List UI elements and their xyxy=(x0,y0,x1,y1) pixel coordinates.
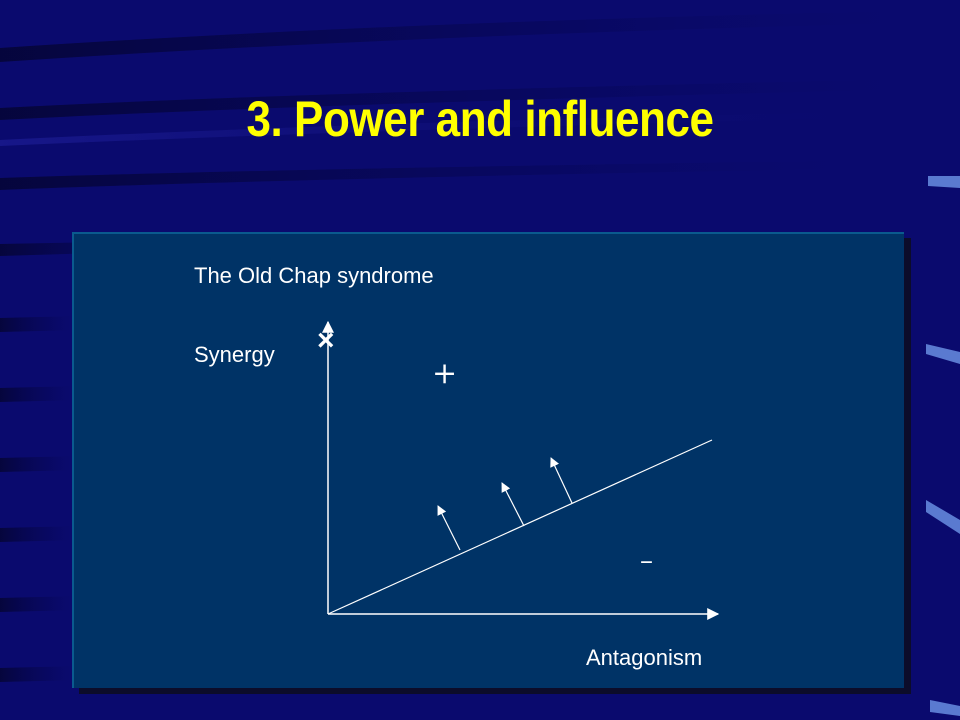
y-axis-label: Synergy xyxy=(194,342,275,367)
slide-title: 3. Power and influence xyxy=(246,91,714,147)
minus-sign: – xyxy=(640,546,653,576)
plus-sign: + xyxy=(432,356,457,391)
close-marker-icon: × xyxy=(317,324,335,357)
diagram-panel xyxy=(72,232,904,688)
x-axis-label: Antagonism xyxy=(586,645,702,670)
arrow-1 xyxy=(437,505,461,551)
diagonal-line xyxy=(327,439,713,615)
arrow-3 xyxy=(550,457,573,504)
arrow-2 xyxy=(501,482,525,527)
diagram-heading: The Old Chap syndrome xyxy=(194,263,434,288)
